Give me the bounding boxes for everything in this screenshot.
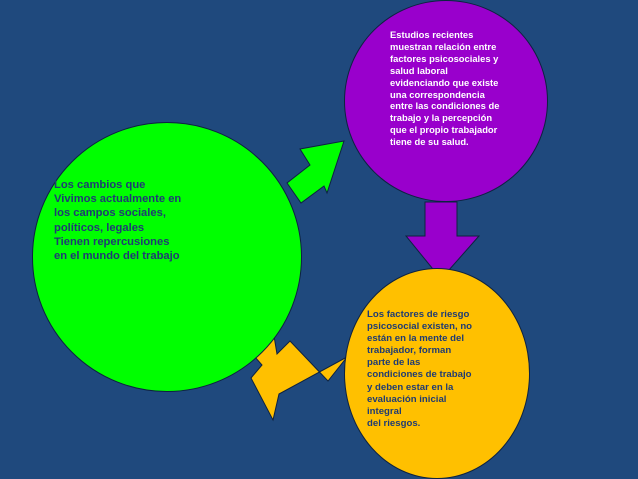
node-orange-circle [344, 268, 530, 479]
arrow-green-to-purple [286, 140, 345, 204]
node-purple-circle [344, 0, 548, 202]
node-orange-text: Los factores de riesgo psicosocial exist… [367, 309, 473, 429]
node-green-circle [32, 122, 302, 392]
node-green-text: Los cambios que Vivimos actualmente en l… [54, 179, 182, 263]
arrow-purple-to-orange [404, 201, 481, 280]
node-purple-text: Estudios recientes muestran relación ent… [390, 29, 500, 148]
